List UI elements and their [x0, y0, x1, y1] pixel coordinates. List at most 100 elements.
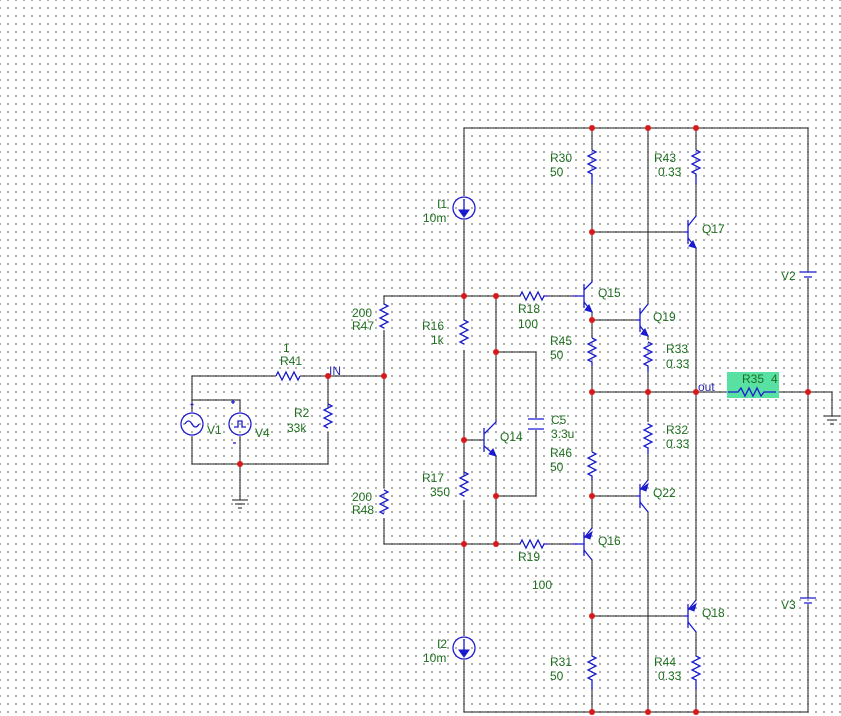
resistor-r43[interactable] [690, 149, 702, 184]
transistor-q17[interactable] [684, 215, 697, 249]
r31-name: R31 [550, 655, 572, 669]
i2-value: 10m [423, 651, 446, 665]
battery-v2[interactable] [800, 271, 816, 278]
r17-name: R17 [422, 471, 444, 485]
junction-nodes [237, 125, 811, 715]
node-dot [589, 125, 595, 131]
resistor-r47[interactable] [378, 303, 390, 329]
node-dot [589, 493, 595, 499]
r41-name: R41 [280, 354, 302, 368]
transistor-q16[interactable] [572, 527, 593, 561]
resistor-r16[interactable] [458, 319, 470, 345]
v2-name: V2 [781, 269, 796, 283]
resistor-r31[interactable] [586, 655, 598, 690]
node-dot [693, 389, 699, 395]
v3-name: V3 [781, 598, 796, 612]
resistor-r19[interactable] [519, 538, 548, 550]
node-dot [461, 437, 467, 443]
r48-value: 200 [352, 490, 372, 504]
capacitor-c5[interactable] [528, 418, 544, 430]
node-dot [645, 709, 651, 715]
ground-symbol-input [232, 499, 248, 509]
r16-name: R16 [422, 319, 444, 333]
node-dot [461, 541, 467, 547]
r35-name: R35 [742, 372, 764, 386]
current-source-i1[interactable] [452, 196, 476, 220]
r45-name: R45 [550, 334, 572, 348]
q17-name: Q17 [702, 222, 725, 236]
node-dot [589, 229, 595, 235]
r46-name: R46 [550, 446, 572, 460]
net-label-out: out [698, 380, 715, 394]
r35-value: 4 [771, 372, 778, 386]
node-dot [461, 293, 467, 299]
r30-name: R30 [550, 151, 572, 165]
c5-name: C5 [551, 413, 567, 427]
voltage-source-v1[interactable] [180, 403, 204, 436]
node-dot [325, 373, 331, 379]
resistors [275, 149, 702, 690]
r2-value: 33k [287, 421, 307, 435]
voltage-source-v4[interactable] [228, 400, 252, 444]
r44-name: R44 [654, 655, 676, 669]
resistor-r41[interactable] [275, 370, 301, 382]
resistor-r44[interactable] [690, 655, 702, 690]
node-dot [589, 317, 595, 323]
r33-name: R33 [666, 342, 688, 356]
q14-name: Q14 [500, 430, 523, 444]
r43-name: R43 [654, 151, 676, 165]
node-dot [589, 389, 595, 395]
transistor-q14[interactable] [483, 420, 497, 457]
wires [191, 127, 833, 713]
transistor-q22[interactable] [636, 479, 649, 513]
node-dot [645, 125, 651, 131]
transistor-q15[interactable] [572, 280, 593, 313]
r46-value: 50 [550, 460, 564, 474]
r48-name: R48 [352, 503, 374, 517]
resistor-r46[interactable] [586, 451, 598, 480]
current-source-i2[interactable] [452, 636, 476, 660]
r18-value: 100 [518, 317, 538, 331]
resistor-r32[interactable] [642, 423, 654, 454]
r43-value: 0.33 [658, 165, 682, 179]
r47-name: R47 [352, 319, 374, 333]
resistor-r18[interactable] [519, 290, 548, 302]
battery-v3[interactable] [800, 597, 816, 604]
resistor-r45[interactable] [586, 337, 598, 366]
node-dot [493, 293, 499, 299]
r2-name: R2 [294, 406, 310, 420]
node-dot [493, 349, 499, 355]
v4-name: V4 [255, 426, 270, 440]
transistor-q18[interactable] [684, 599, 697, 633]
node-dot [237, 461, 243, 467]
node-dot [493, 493, 499, 499]
resistor-r48[interactable] [378, 489, 390, 515]
resistor-r17[interactable] [458, 471, 470, 497]
r32-name: R32 [666, 423, 688, 437]
transistor-q19[interactable] [636, 303, 649, 337]
r30-value: 50 [550, 165, 564, 179]
node-dot [693, 709, 699, 715]
r31-value: 50 [550, 669, 564, 683]
r32-value: 0.33 [666, 437, 690, 451]
node-dot [589, 613, 595, 619]
resistor-r33[interactable] [642, 341, 654, 372]
c5-value: 3.3u [551, 427, 574, 441]
i1-value: 10m [423, 211, 446, 225]
labels: IN out V1 V4 V2 V3 I1 10m I2 10m 1 R41 R… [207, 151, 796, 683]
q22-name: Q22 [653, 486, 676, 500]
node-dot [805, 389, 811, 395]
r35-highlight [727, 372, 779, 398]
resistor-r30[interactable] [586, 149, 598, 184]
ground-symbol-output [824, 415, 840, 425]
r45-value: 50 [550, 348, 564, 362]
q18-name: Q18 [702, 606, 725, 620]
resistor-r35[interactable] [728, 386, 776, 398]
r47-value: 200 [352, 306, 372, 320]
q15-name: Q15 [598, 286, 621, 300]
r16-value: 1k [431, 333, 445, 347]
resistor-r2[interactable] [322, 403, 334, 429]
r44-value: 0.33 [658, 669, 682, 683]
node-dot [493, 541, 499, 547]
